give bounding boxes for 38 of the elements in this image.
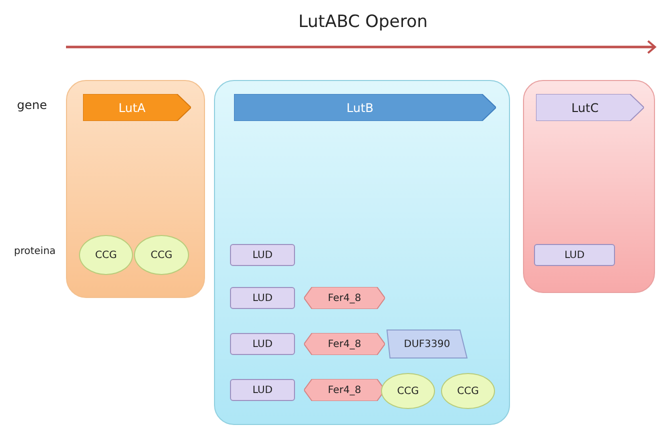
domain-ellipse [441, 373, 495, 409]
domain-name: DUF3390 [404, 338, 450, 350]
domain-box [230, 379, 295, 401]
gene-arrow [83, 94, 191, 121]
domain-name: LUD [252, 250, 273, 260]
domain-name: CCG [150, 250, 172, 260]
domain-name: LUD [252, 384, 273, 396]
domain-hexagon [304, 287, 385, 309]
domain-name: LUD [252, 338, 273, 350]
gene-name: LutB [346, 100, 374, 114]
domain-name: CCG [95, 250, 117, 260]
domain-name: Fer4_8 [328, 384, 362, 396]
domain-ellipse [134, 235, 189, 275]
domain-trapezoid [386, 329, 468, 359]
gene-arrow [234, 94, 496, 121]
gene-panel [214, 80, 510, 425]
domain-ellipse [381, 373, 435, 409]
row-label: gene [17, 98, 47, 112]
domain-box [230, 333, 295, 355]
domain-ellipse [79, 235, 133, 275]
domain-box [230, 287, 295, 309]
gene-panel [66, 80, 205, 298]
title: LutABC Operon [297, 12, 429, 32]
domain-hexagon [304, 333, 385, 355]
domain-name: Fer4_8 [328, 292, 362, 304]
domain-name: CCG [457, 386, 479, 396]
domain-name: Fer4_8 [328, 338, 362, 350]
domain-name: LUD [252, 292, 273, 304]
domain-hexagon [304, 379, 385, 401]
gene-arrow [536, 94, 644, 121]
gene-name: LutC [571, 100, 599, 114]
gene-panel [523, 80, 655, 293]
domain-box [230, 244, 295, 266]
domain-name: CCG [397, 386, 419, 396]
row-label: proteina [14, 246, 56, 257]
domain-box [534, 244, 615, 266]
gene-name: LutA [118, 100, 146, 114]
domain-name: LUD [564, 250, 585, 260]
